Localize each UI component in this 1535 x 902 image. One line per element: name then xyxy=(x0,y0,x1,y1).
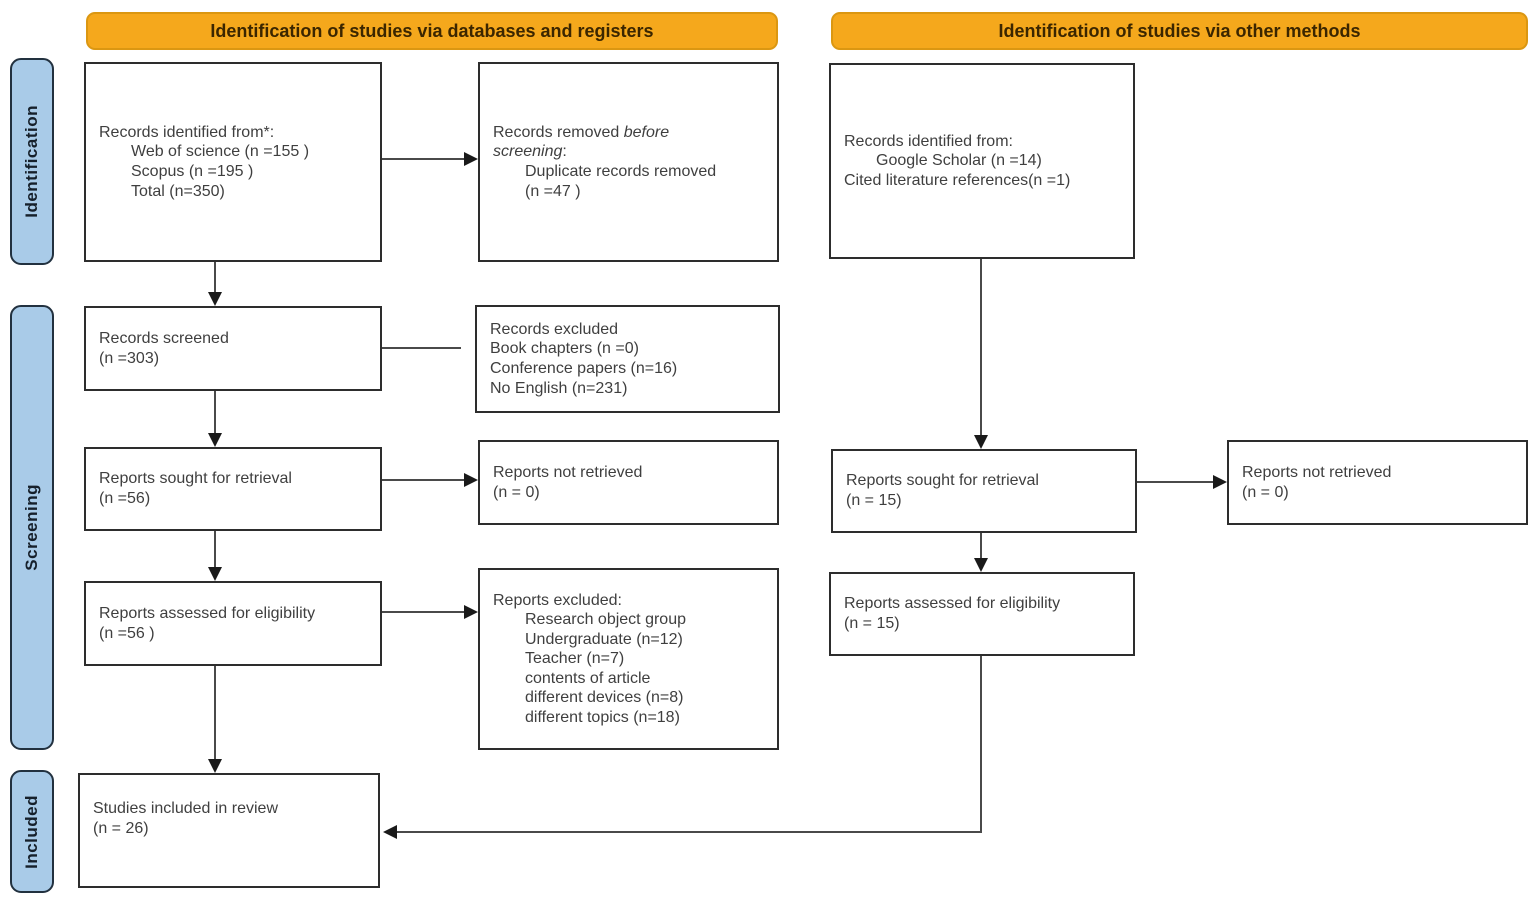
box-studies-included: Studies included in review (n = 26) xyxy=(78,773,380,888)
arrowhead-down-icon xyxy=(974,558,988,572)
box-text-line: Records identified from: xyxy=(844,132,1013,150)
arrowhead-right-icon xyxy=(464,473,478,487)
box-text-line: Reports assessed for eligibility xyxy=(99,604,316,622)
box-text-line: Book chapters (n =0) xyxy=(490,340,639,358)
box-text-line: Reports sought for retrieval xyxy=(846,472,1039,490)
box-text-line: different devices (n=8) xyxy=(525,689,684,707)
arrowhead-down-icon xyxy=(208,433,222,447)
box-text-line: (n =56 ) xyxy=(99,624,155,642)
arrowhead-left-icon xyxy=(383,825,397,839)
box-reports-excluded: Reports excluded: Research object group … xyxy=(478,568,779,750)
box-records-identified-databases: Records identified from*: Web of science… xyxy=(84,62,382,262)
arrowhead-down-icon xyxy=(974,435,988,449)
box-text-line: (n =303) xyxy=(99,349,160,367)
box-text-line: (n =47 ) xyxy=(525,182,581,200)
box-reports-sought-databases: Reports sought for retrieval (n =56) xyxy=(84,447,382,531)
box-text-line: (n = 26) xyxy=(93,819,149,837)
stage-identification-label: Identification xyxy=(22,105,41,218)
box-text-line: Web of science (n =155 ) xyxy=(131,143,310,161)
box-text-line: Reports not retrieved xyxy=(1242,463,1392,481)
box-text-line: (n = 15) xyxy=(846,492,902,509)
box-text-line: Records removed before screening: xyxy=(493,123,670,161)
box-reports-not-retrieved-databases: Reports not retrieved (n = 0) xyxy=(478,440,779,525)
box-text-line: (n = 0) xyxy=(493,483,540,501)
stage-screening-label: Screening xyxy=(22,484,41,571)
box-text-line: (n = 0) xyxy=(1242,483,1289,501)
arrowhead-down-icon xyxy=(208,292,222,306)
box-reports-sought-other: Reports sought for retrieval (n = 15) xyxy=(831,449,1137,533)
banner-other-methods: Identification of studies via other meth… xyxy=(831,12,1528,50)
box-text-line: Cited literature references(n =1) xyxy=(844,171,1071,189)
box-reports-assessed-other: Reports assessed for eligibility (n = 15… xyxy=(829,572,1135,656)
box-records-identified-other: Records identified from: Google Scholar … xyxy=(829,63,1135,259)
box-text-line: (n = 15) xyxy=(844,615,900,632)
banner-other-methods-label: Identification of studies via other meth… xyxy=(998,20,1361,41)
box-text-line: contents of article xyxy=(525,669,651,687)
box-text-line: different topics (n=18) xyxy=(525,708,680,726)
stage-included-label: Included xyxy=(22,794,41,869)
box-text-line: Records excluded xyxy=(490,320,619,338)
box-text-line: Research object group xyxy=(525,611,686,629)
box-text-line: Google Scholar (n =14) xyxy=(876,152,1042,170)
box-text-line: Total (n=350) xyxy=(131,182,225,200)
arrowhead-right-icon xyxy=(1213,475,1227,489)
box-text-line: Reports assessed for eligibility xyxy=(844,595,1061,613)
box-reports-assessed-databases: Reports assessed for eligibility (n =56 … xyxy=(84,581,382,666)
banner-databases-registers: Identification of studies via databases … xyxy=(86,12,778,50)
banner-databases-label: Identification of studies via databases … xyxy=(210,20,654,41)
box-records-screened: Records screened (n =303) xyxy=(84,306,382,391)
box-text-line: Duplicate records removed xyxy=(525,163,717,180)
box-text-line: Scopus (n =195 ) xyxy=(131,163,254,180)
stage-identification: Identification xyxy=(10,58,54,265)
box-text-line: No English (n=231) xyxy=(490,379,628,397)
stage-included: Included xyxy=(10,770,54,893)
box-text-line: Undergraduate (n=12) xyxy=(525,630,683,648)
box-text-line: Records screened xyxy=(99,329,229,347)
box-reports-not-retrieved-other: Reports not retrieved (n = 0) xyxy=(1227,440,1528,525)
box-text-line: (n =56) xyxy=(99,490,151,507)
box-text-line: Reports not retrieved xyxy=(493,463,643,481)
box-text-line: Studies included in review xyxy=(93,800,278,817)
box-text-line: Records identified from*: xyxy=(99,123,275,141)
box-text-line: Reports sought for retrieval xyxy=(99,470,292,488)
arrowhead-right-icon xyxy=(461,341,475,355)
box-text-line: Conference papers (n=16) xyxy=(490,360,678,377)
arrowhead-down-icon xyxy=(208,759,222,773)
box-records-excluded: Records excluded Book chapters (n =0) Co… xyxy=(475,305,780,413)
box-text-line: Teacher (n=7) xyxy=(525,650,625,668)
box-records-removed: Records removed before screening: Duplic… xyxy=(478,62,779,262)
box-text-line: Reports excluded: xyxy=(493,591,622,609)
stage-screening: Screening xyxy=(10,305,54,750)
arrowhead-right-icon xyxy=(464,605,478,619)
arrowhead-down-icon xyxy=(208,567,222,581)
arrowhead-right-icon xyxy=(464,152,478,166)
